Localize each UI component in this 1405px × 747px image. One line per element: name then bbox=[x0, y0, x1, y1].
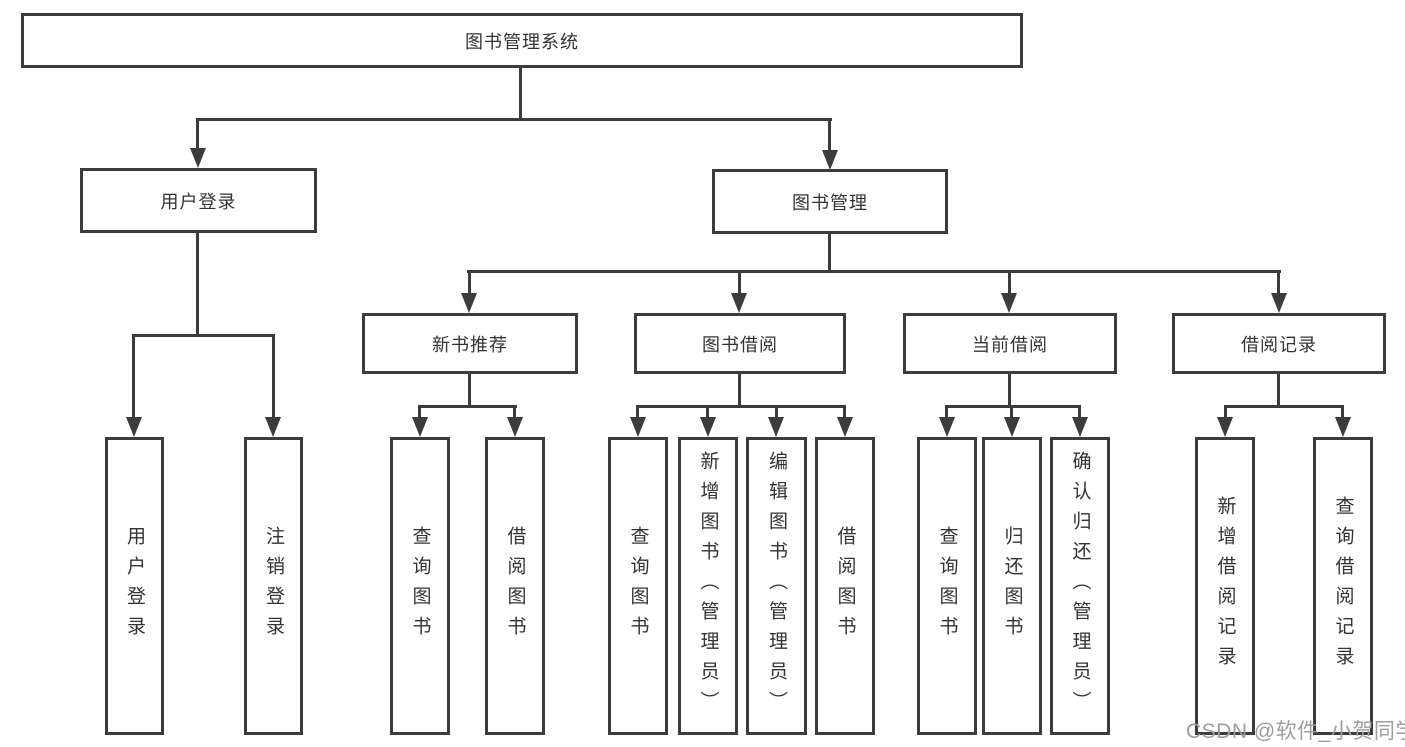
arrow-down-icon bbox=[507, 417, 523, 437]
connector-drop bbox=[196, 118, 199, 150]
connector-bus bbox=[945, 405, 1081, 408]
connector-stem bbox=[196, 233, 199, 337]
node-user-login: 用户登录 bbox=[80, 168, 317, 233]
connector-drop bbox=[1078, 405, 1081, 418]
arrow-down-icon bbox=[939, 417, 955, 437]
connector-drop bbox=[468, 270, 471, 294]
connector-stem bbox=[519, 68, 522, 121]
leaf-add-book-admin: 新增图书（管理员） bbox=[678, 437, 738, 735]
leaf-query-book-current: 查询图书 bbox=[917, 437, 977, 735]
arrow-down-icon bbox=[412, 417, 428, 437]
connector-drop bbox=[945, 405, 948, 418]
connector-bus bbox=[1224, 405, 1344, 408]
connector-drop bbox=[1224, 405, 1227, 418]
arrow-down-icon bbox=[630, 417, 646, 437]
connector-bus bbox=[132, 334, 275, 337]
connector-drop bbox=[636, 405, 639, 418]
arrow-down-icon bbox=[1072, 417, 1088, 437]
csdn-watermark: CSDN @软件_小贺同学 bbox=[1186, 720, 1405, 743]
connector-drop bbox=[738, 270, 741, 294]
arrow-down-icon bbox=[190, 148, 206, 168]
leaf-return-book: 归还图书 bbox=[982, 437, 1042, 735]
arrow-down-icon bbox=[822, 150, 838, 170]
arrow-down-icon bbox=[768, 417, 784, 437]
arrow-down-icon bbox=[700, 417, 716, 437]
arrow-down-icon bbox=[837, 417, 853, 437]
connector-drop bbox=[513, 405, 516, 418]
connector-stem bbox=[828, 234, 831, 272]
connector-bus bbox=[418, 405, 517, 408]
leaf-add-borrow-record: 新增借阅记录 bbox=[1195, 437, 1255, 735]
arrow-down-icon bbox=[1271, 293, 1287, 313]
connector-drop bbox=[1008, 270, 1011, 294]
node-book-management: 图书管理 bbox=[712, 169, 948, 234]
connector-drop bbox=[1010, 405, 1013, 418]
arrow-down-icon bbox=[1335, 417, 1351, 437]
node-new-book-recommend: 新书推荐 bbox=[362, 313, 578, 374]
arrow-down-icon bbox=[461, 293, 477, 313]
arrow-down-icon bbox=[126, 417, 142, 437]
arrow-down-icon bbox=[731, 293, 747, 313]
connector-drop bbox=[272, 334, 275, 418]
connector-drop bbox=[706, 405, 709, 418]
connector-drop bbox=[843, 405, 846, 418]
leaf-user-login: 用户登录 bbox=[105, 437, 164, 735]
leaf-logout: 注销登录 bbox=[244, 437, 303, 735]
connector-bus bbox=[636, 405, 846, 408]
connector-bus bbox=[467, 270, 1281, 273]
connector-stem bbox=[468, 374, 471, 407]
leaf-edit-book-admin: 编辑图书（管理员） bbox=[746, 437, 807, 735]
leaf-query-borrow-record: 查询借阅记录 bbox=[1313, 437, 1373, 735]
connector-stem bbox=[1008, 374, 1011, 407]
connector-drop bbox=[1341, 405, 1344, 418]
leaf-query-book-borrow: 查询图书 bbox=[608, 437, 668, 735]
node-borrow-records: 借阅记录 bbox=[1172, 313, 1386, 374]
connector-drop bbox=[132, 334, 135, 418]
connector-drop bbox=[1277, 270, 1280, 294]
connector-stem bbox=[1277, 374, 1280, 407]
node-current-borrow: 当前借阅 bbox=[903, 313, 1117, 374]
arrow-down-icon bbox=[1217, 417, 1233, 437]
connector-stem bbox=[738, 374, 741, 407]
connector-bus bbox=[196, 118, 832, 121]
node-root: 图书管理系统 bbox=[21, 13, 1023, 68]
connector-drop bbox=[775, 405, 778, 418]
leaf-confirm-return-admin: 确认归还（管理员） bbox=[1050, 437, 1110, 735]
connector-drop bbox=[418, 405, 421, 418]
arrow-down-icon bbox=[1004, 417, 1020, 437]
leaf-query-book-recommend: 查询图书 bbox=[390, 437, 450, 735]
connector-drop bbox=[828, 118, 831, 151]
node-book-borrow: 图书借阅 bbox=[634, 313, 846, 374]
arrow-down-icon bbox=[1001, 293, 1017, 313]
leaf-borrow-book: 借阅图书 bbox=[815, 437, 875, 735]
arrow-down-icon bbox=[265, 417, 281, 437]
leaf-borrow-book-recommend: 借阅图书 bbox=[485, 437, 545, 735]
